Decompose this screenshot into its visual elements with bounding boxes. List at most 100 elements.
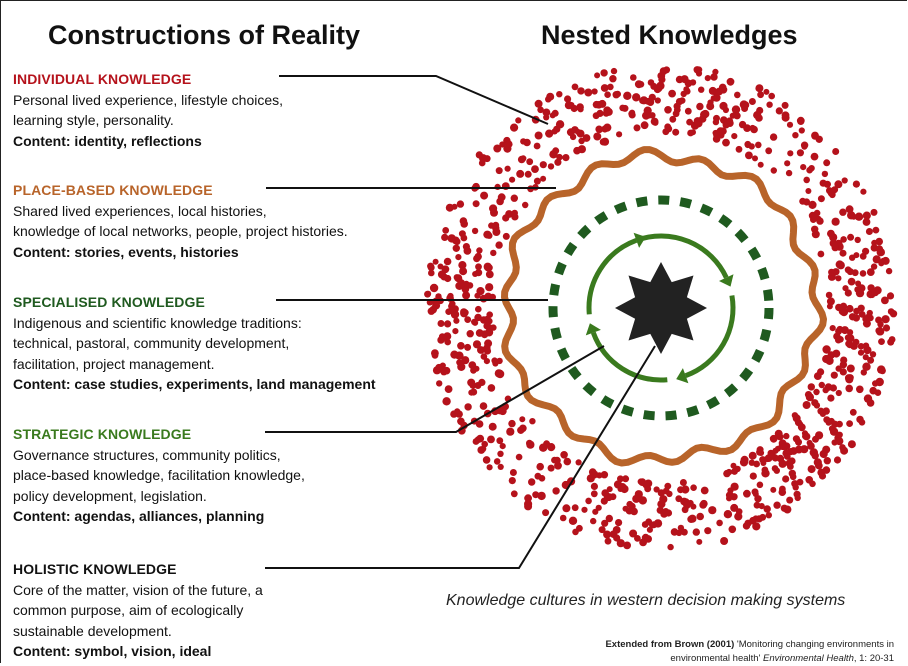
individual-knowledge-dot [494,183,501,190]
individual-knowledge-dot [846,334,855,343]
individual-knowledge-dot [562,154,570,162]
individual-knowledge-dot [431,352,439,359]
individual-knowledge-dot [878,338,885,345]
individual-knowledge-dot [510,490,518,498]
individual-knowledge-dot [634,535,641,542]
individual-knowledge-dot [831,439,838,446]
strategic-knowledge-block: STRATEGIC KNOWLEDGE Governance structure… [13,424,453,527]
individual-knowledge-dot [675,495,683,503]
individual-knowledge-dot [794,494,801,502]
individual-knowledge-dot [607,83,614,91]
individual-knowledge-dot [833,456,842,464]
individual-knowledge-dot [730,482,739,491]
individual-knowledge-dot [490,249,497,257]
citation: Extended from Brown (2001) 'Monitoring c… [534,638,894,666]
individual-knowledge-dot [787,463,794,470]
individual-knowledge-dot [835,389,842,397]
individual-knowledge-dot [742,522,751,530]
individual-knowledge-dot [495,241,503,249]
place-based-knowledge-block: PLACE-BASED KNOWLEDGE Shared lived exper… [13,180,453,262]
individual-knowledge-dot [679,479,687,486]
individual-knowledge-dot [854,236,861,244]
individual-knowledge-dot [491,357,498,364]
individual-knowledge-dot [492,228,501,236]
individual-knowledge-dot [815,462,822,470]
strategic-arrow-arc [586,237,638,315]
individual-knowledge-dot [629,109,636,116]
place-based-knowledge-title: PLACE-BASED KNOWLEDGE [13,182,213,198]
individual-knowledge-dot [630,507,638,516]
individual-knowledge-dot [863,394,873,403]
individual-knowledge-dot [572,528,579,536]
individual-knowledge-dot [462,243,470,251]
holistic-knowledge-title: HOLISTIC KNOWLEDGE [13,561,177,577]
individual-knowledge-dot [847,233,855,241]
individual-knowledge-dot [591,88,598,95]
individual-knowledge-dot [471,227,479,235]
individual-knowledge-dot [811,213,819,221]
individual-knowledge-dot [754,495,762,503]
individual-knowledge-dot [749,124,756,132]
individual-knowledge-dot [840,446,849,455]
individual-knowledge-dot [437,263,444,270]
individual-knowledge-dot [452,244,460,252]
leader-line-strategic [265,345,605,433]
individual-knowledge-dot [809,480,816,488]
specialised-knowledge-description: Indigenous and scientific knowledge trad… [13,314,302,372]
individual-knowledge-dot [680,90,687,98]
individual-knowledge-dot [766,101,773,108]
individual-knowledge-dot [681,528,688,536]
individual-knowledge-dot [601,519,609,527]
individual-knowledge-dot [811,452,819,460]
individual-knowledge-dot [593,132,602,141]
individual-knowledge-dot [765,512,772,519]
individual-knowledge-dot [770,486,777,493]
individual-knowledge-dot [698,86,705,93]
individual-knowledge-dot [792,484,799,491]
individual-knowledge-dot [492,221,500,229]
individual-knowledge-dot [823,457,831,465]
individual-knowledge-dot [564,95,572,103]
individual-knowledge-dot [858,419,866,426]
individual-knowledge-dot [835,336,842,344]
individual-knowledge-dot [886,292,895,300]
citation-title-part2: environmental health' [670,653,764,664]
individual-knowledge-dot [560,451,568,459]
individual-knowledge-dot [482,456,491,464]
individual-knowledge-dot [881,315,890,324]
individual-knowledge-dot [772,447,779,454]
individual-knowledge-dot [537,491,546,501]
individual-knowledge-dot [677,486,685,494]
individual-knowledge-dot [819,179,827,187]
strategic-arrow-arc [590,331,668,383]
individual-knowledge-dot [829,233,838,242]
individual-knowledge-dot [664,106,672,114]
individual-knowledge-dot [657,489,665,497]
individual-knowledge-dot [590,490,598,498]
individual-knowledge-dot [571,504,579,512]
individual-knowledge-dot [817,195,825,203]
individual-knowledge-dot [577,87,585,95]
individual-knowledge-dot [450,350,459,359]
individual-knowledge-dot [487,435,495,444]
individual-knowledge-dot [592,100,601,109]
individual-knowledge-dot [616,131,623,138]
individual-knowledge-dot [733,112,741,120]
individual-knowledge-dot [775,107,783,115]
individual-knowledge-dot [830,371,838,379]
individual-knowledge-dot [455,254,462,261]
individual-knowledge-dot [803,176,810,184]
individual-knowledge-dot [542,509,550,517]
individual-knowledge-dot [687,129,694,137]
individual-knowledge-dot [464,316,472,323]
individual-knowledge-dot [835,275,842,282]
individual-knowledge-dot [519,416,526,423]
individual-knowledge-dot-ring [424,66,898,551]
strategic-knowledge-description: Governance structures, community politic… [13,446,305,504]
individual-knowledge-dot [609,493,617,501]
individual-knowledge-dot [839,360,848,369]
individual-knowledge-dot [483,358,490,365]
individual-knowledge-dot [796,149,805,157]
left-heading: Constructions of Reality [48,20,361,50]
